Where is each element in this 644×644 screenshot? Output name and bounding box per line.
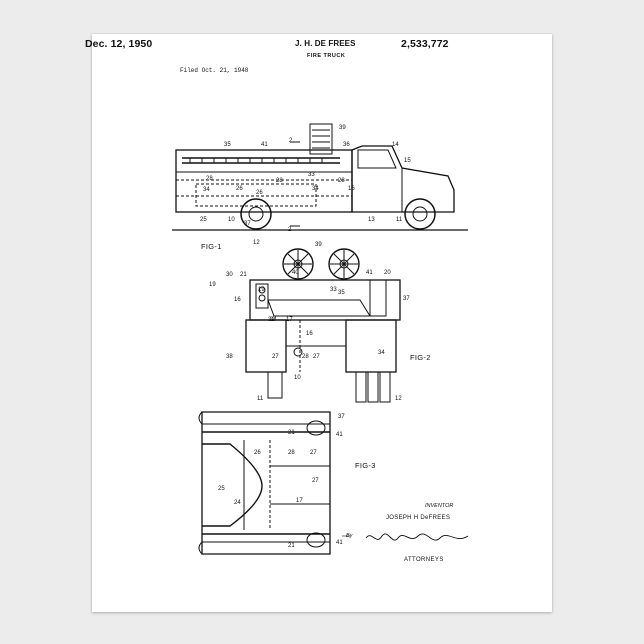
fig3-reference-numeral: 21 (288, 430, 295, 436)
fig2-reference-numeral: 41 (366, 270, 373, 276)
fig2-reference-numeral: 34 (270, 317, 277, 323)
fig3-reference-numeral: 37 (338, 414, 345, 420)
fig2-reference-numeral: 34 (378, 350, 385, 356)
fig3-reference-numeral: 27 (310, 450, 317, 456)
fig1-reference-numeral: 35 (224, 142, 231, 148)
fig2-reference-numeral: 37 (403, 296, 410, 302)
fig3-reference-numeral: 25 (218, 486, 225, 492)
fig2-reference-numeral: 39 (315, 242, 322, 248)
fig1-reference-numeral: 36 (343, 142, 350, 148)
fig1-reference-numeral: 12 (253, 240, 260, 246)
fig2-reference-numeral: 38 (226, 354, 233, 360)
fig1-reference-numeral: 15 (404, 158, 411, 164)
fig2-reference-numeral: 27 (272, 354, 279, 360)
fig2-reference-numeral: 19 (209, 282, 216, 288)
attorney-signature (366, 534, 468, 540)
fig1-reference-numeral: 11 (396, 217, 402, 223)
fig1-reference-numeral: 16 (348, 186, 355, 192)
fig3-plan-view-drawing (199, 412, 330, 554)
fig1-reference-numeral: 26 (256, 190, 263, 196)
fig1-reference-numeral: 14 (392, 142, 399, 148)
fig2-reference-numeral: 16 (306, 331, 313, 337)
fig1-reference-numeral: 39 (339, 125, 346, 131)
fig1-reference-numeral: 2 (289, 138, 292, 144)
fig2-reference-numeral: 11 (257, 396, 263, 402)
fig2-reference-numeral: 35 (338, 290, 345, 296)
fig2-reference-numeral: 28 (302, 354, 309, 360)
fig2-reference-numeral: 21 (240, 272, 247, 278)
fig3-reference-numeral: 26 (254, 450, 261, 456)
fig2-reference-numeral: 17 (286, 317, 293, 323)
fig1-reference-numeral: 41 (261, 142, 268, 148)
fig2-reference-numeral: 10 (294, 375, 301, 381)
fig1-reference-numeral: 28 (206, 176, 213, 182)
fig1-reference-numeral: 2 (288, 227, 291, 233)
fig2-rear-section-drawing (246, 249, 400, 402)
fig3-reference-numeral: 24 (234, 500, 241, 506)
fig1-reference-numeral: 28 (338, 178, 345, 184)
fig2-reference-numeral: 33 (330, 287, 337, 293)
fig2-reference-numeral: 30 (226, 272, 233, 278)
fig3-reference-numeral: 17 (296, 498, 303, 504)
fig3-reference-numeral: 27 (312, 478, 319, 484)
fig2-reference-numeral: 40 (292, 270, 299, 276)
fig1-reference-numeral: 13 (368, 217, 375, 223)
fig1-reference-numeral: 34 (203, 187, 210, 193)
fig2-reference-numeral: 16 (234, 297, 241, 303)
fig2-reference-numeral: 20 (384, 270, 391, 276)
fig3-reference-numeral: 41 (336, 540, 343, 546)
fig2-reference-numeral: 27 (313, 354, 320, 360)
fig2-reference-numeral: 19 (258, 287, 265, 293)
fig1-reference-numeral: 34 (312, 186, 319, 192)
fig1-reference-numeral: 26 (236, 186, 243, 192)
fig1-reference-numeral: 37 (244, 221, 251, 227)
fig2-reference-numeral: 12 (395, 396, 402, 402)
fig3-reference-numeral: 21 (288, 543, 295, 549)
fig1-reference-numeral: 10 (228, 217, 235, 223)
fig1-truck-drawing (172, 124, 468, 230)
fig3-reference-numeral: 28 (288, 450, 295, 456)
fig1-reference-numeral: 33 (308, 172, 315, 178)
fig3-reference-numeral: 41 (336, 432, 343, 438)
fig1-reference-numeral: 28 (276, 178, 283, 184)
fig1-reference-numeral: 25 (200, 217, 207, 223)
